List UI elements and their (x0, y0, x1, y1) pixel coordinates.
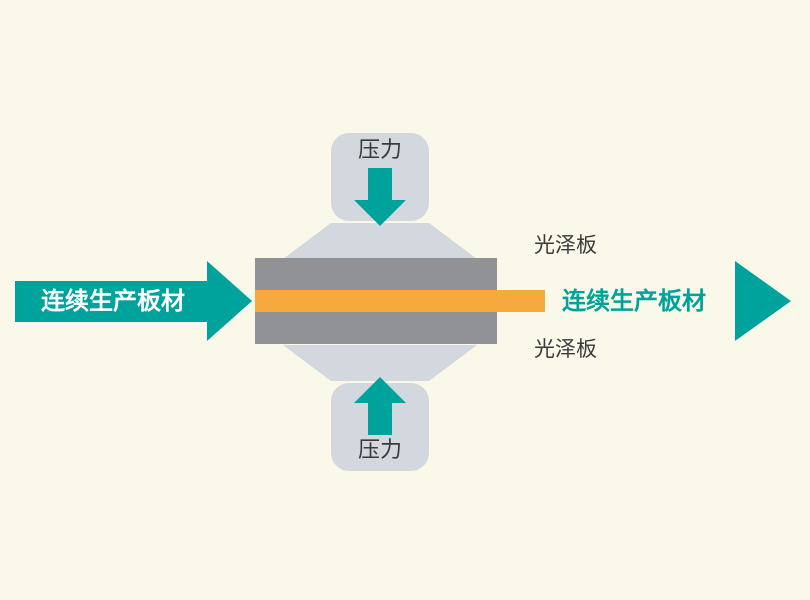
gloss-plate-top (255, 258, 497, 290)
pressure-arrow-down-icon (354, 168, 406, 226)
gloss-plate-bottom (255, 312, 497, 344)
board-material-band (255, 290, 545, 312)
right-flow-label: 连续生产板材 (562, 287, 706, 315)
gloss-plate-top-label: 光泽板 (534, 233, 597, 257)
bottom-press-ram (283, 345, 477, 381)
top-pressure-label: 压力 (357, 138, 402, 163)
flow-arrow-right-icon (735, 261, 791, 341)
gloss-plate-bottom-label: 光泽板 (534, 337, 597, 361)
left-flow-label: 连续生产板材 (41, 287, 185, 315)
flow-arrow-left-icon (15, 261, 252, 341)
top-press-ram (283, 223, 477, 259)
pressure-arrow-up-icon (354, 377, 406, 435)
bottom-pressure-label: 压力 (357, 438, 402, 463)
